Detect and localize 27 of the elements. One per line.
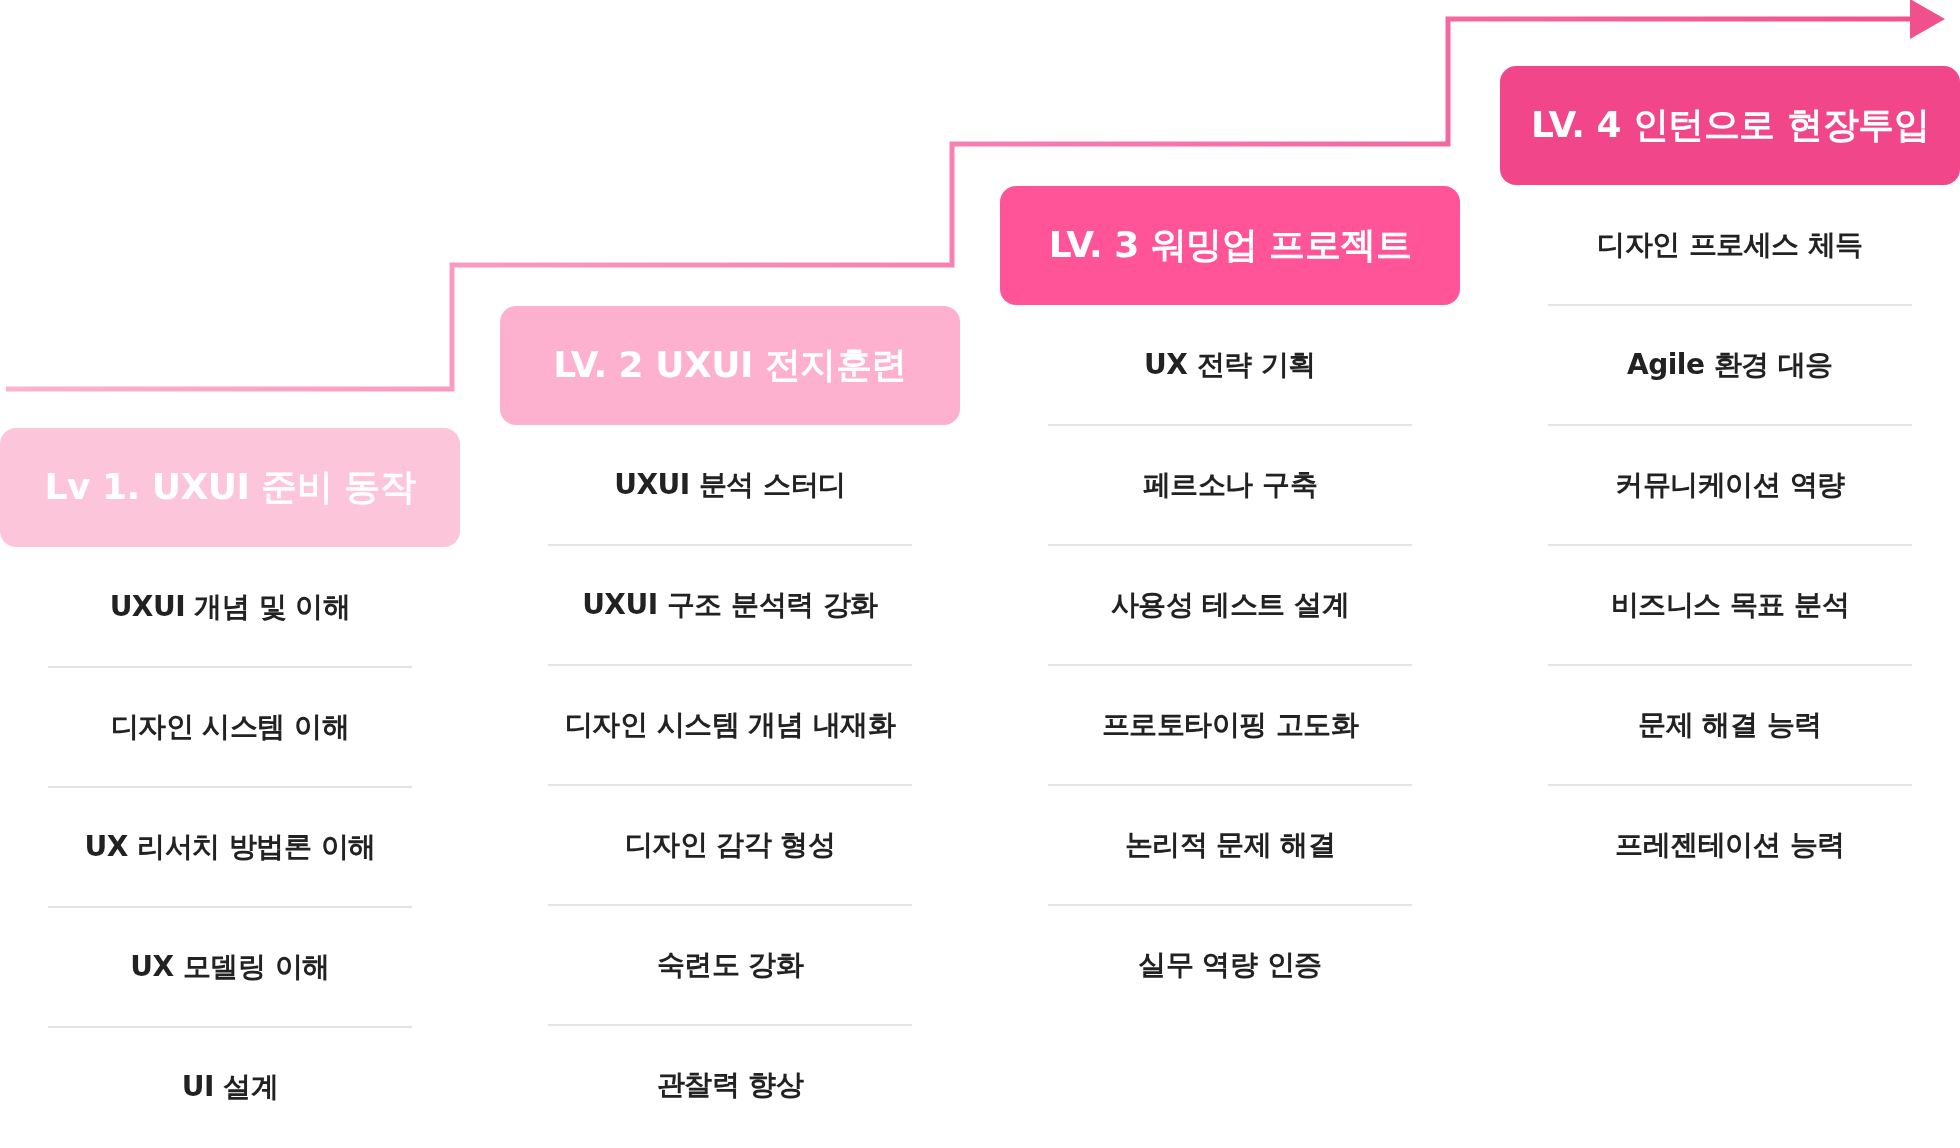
skill-text: UX 리서치 방법론 이해 <box>84 829 376 865</box>
level-header: LV. 4 인턴으로 현장투입 <box>1500 66 1960 185</box>
level-header: LV. 3 워밍업 프로젝트 <box>1000 186 1460 305</box>
skill-text: 디자인 감각 형성 <box>624 827 836 863</box>
skill-text: UXUI 구조 분석력 강화 <box>582 587 878 623</box>
level-header: LV. 2 UXUI 전지훈련 <box>500 306 960 425</box>
skill-text: 숙련도 강화 <box>656 947 804 983</box>
skill-text: 페르소나 구축 <box>1142 467 1318 503</box>
skill-text: UX 모델링 이해 <box>130 949 330 985</box>
skill-text: UI 설계 <box>181 1069 279 1105</box>
level-header: Lv 1. UXUI 준비 동작 <box>0 428 460 547</box>
skill-text: UX 전략 기획 <box>1144 347 1316 383</box>
skill-text: 커뮤니케이션 역량 <box>1615 467 1845 503</box>
skill-text: 비즈니스 목표 분석 <box>1610 587 1850 623</box>
skill-text: 문제 해결 능력 <box>1638 707 1822 743</box>
skill-text: 디자인 시스템 개념 내재화 <box>564 707 896 743</box>
skill-text: 프로토타이핑 고도화 <box>1101 707 1359 743</box>
skill-text: 관찰력 향상 <box>656 1067 804 1103</box>
skill-text: Agile 환경 대응 <box>1627 347 1833 383</box>
skill-text: 논리적 문제 해결 <box>1124 827 1336 863</box>
skill-text: 프레젠테이션 능력 <box>1615 827 1845 863</box>
skill-text: UXUI 개념 및 이해 <box>109 589 351 625</box>
skill-text: 디자인 프로세스 체득 <box>1597 227 1863 263</box>
skill-text: 사용성 테스트 설계 <box>1110 587 1350 623</box>
skill-text: UXUI 분석 스터디 <box>614 467 846 503</box>
skill-text: 디자인 시스템 이해 <box>110 709 350 745</box>
skill-text: 실무 역량 인증 <box>1138 947 1322 983</box>
